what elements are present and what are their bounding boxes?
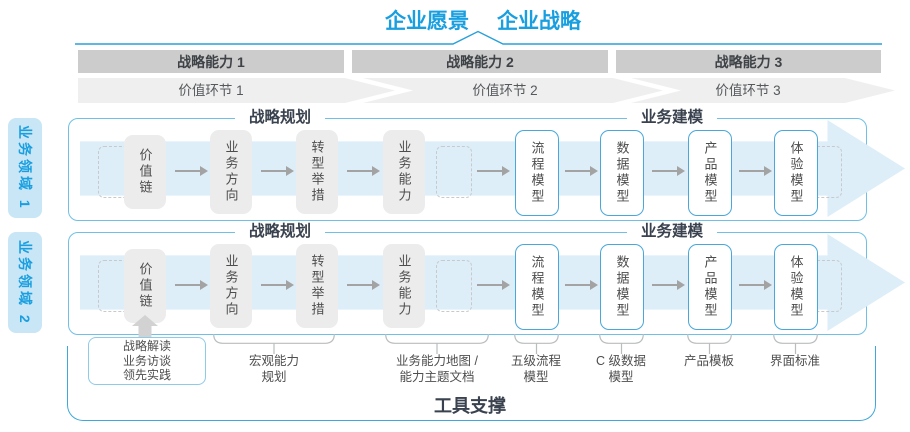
right-arrow-icon bbox=[565, 166, 598, 176]
domain-label-2: 业务领域 2 bbox=[8, 232, 42, 333]
annotation-macro-line-1: 宏观能力 bbox=[248, 354, 300, 368]
dashed-placeholder bbox=[436, 146, 472, 198]
right-arrow-icon bbox=[739, 280, 772, 290]
annotation-capability-map-line-1: 业务能力地图 / bbox=[396, 354, 478, 368]
box-data-model: 数据模型 bbox=[600, 130, 644, 216]
annotation-product-line-1: 产品模板 bbox=[683, 354, 735, 368]
bracket-data bbox=[599, 334, 644, 354]
tools-label: 工具支撑 bbox=[434, 396, 506, 416]
bracket-ui bbox=[773, 334, 818, 354]
annotation-macro: 宏观能力 规划 bbox=[249, 353, 299, 385]
practice-box: 战略解读 业务访谈 领先实践 bbox=[88, 337, 206, 385]
annotation-ui-line-1: 界面标准 bbox=[769, 354, 821, 368]
value-link-chevron-2 bbox=[363, 78, 663, 103]
value-link-1-label: 价值环节 1 bbox=[178, 83, 244, 98]
practice-line-2: 业务访谈 bbox=[122, 353, 171, 368]
value-chain-band bbox=[78, 78, 895, 103]
box-product-model: 产品模型 bbox=[688, 244, 732, 330]
right-arrow-icon bbox=[565, 280, 598, 290]
practice-line-1: 战略解读 bbox=[122, 339, 171, 354]
value-link-3-label: 价值环节 3 bbox=[715, 83, 781, 98]
right-arrow-icon bbox=[477, 166, 510, 176]
modeling-header: 业务建模 bbox=[626, 222, 718, 242]
right-arrow-icon bbox=[347, 280, 380, 290]
box-experience-model: 体验模型 bbox=[774, 130, 818, 216]
right-arrow-icon bbox=[347, 166, 380, 176]
right-arrow-icon bbox=[739, 166, 772, 176]
domain-label-1: 业务领域 1 bbox=[8, 118, 42, 218]
tools-container bbox=[67, 346, 876, 421]
capability-bar-1-label: 战略能力 1 bbox=[177, 53, 245, 70]
domain-row-1: 战略规划 业务建模 价值链 业务方向 转型举措 业务能力 流程模型 数据模型 产… bbox=[0, 108, 910, 221]
bracket-product bbox=[687, 334, 732, 354]
bracket-capability-map bbox=[385, 334, 489, 354]
box-process-model: 流程模型 bbox=[515, 130, 559, 216]
strategy-title: 企业战略 bbox=[497, 10, 581, 33]
right-arrow-icon bbox=[652, 166, 685, 176]
box-transformation-measures: 转型举措 bbox=[296, 244, 338, 328]
annotation-macro-line-2: 规划 bbox=[261, 370, 287, 384]
dashed-placeholder bbox=[436, 260, 472, 312]
capability-bar-3: 战略能力 3 bbox=[616, 50, 881, 73]
annotation-data-line-1: C 级数据 bbox=[595, 354, 647, 368]
annotation-product: 产品模板 bbox=[684, 353, 734, 369]
box-value-chain: 价值链 bbox=[124, 249, 166, 323]
vision-title: 企业愿景 bbox=[385, 10, 469, 33]
capability-bar-3-label: 战略能力 3 bbox=[714, 53, 783, 70]
box-data-model: 数据模型 bbox=[600, 244, 644, 330]
bracket-process bbox=[514, 334, 559, 354]
box-transformation-measures: 转型举措 bbox=[296, 130, 338, 214]
box-business-capability: 业务能力 bbox=[383, 130, 425, 214]
right-arrow-icon bbox=[175, 166, 208, 176]
annotation-capability-map: 业务能力地图 / 能力主题文档 bbox=[396, 353, 478, 385]
box-business-direction: 业务方向 bbox=[210, 130, 252, 214]
planning-header: 战略规划 bbox=[234, 108, 326, 128]
caret-line bbox=[75, 30, 882, 45]
box-process-model: 流程模型 bbox=[515, 244, 559, 330]
value-link-2-label: 价值环节 2 bbox=[472, 83, 538, 98]
modeling-header: 业务建模 bbox=[626, 108, 718, 128]
bracket-macro bbox=[213, 334, 335, 354]
annotation-data: C 级数据 模型 bbox=[596, 353, 646, 385]
value-link-chevron-3 bbox=[631, 78, 895, 103]
annotation-data-line-2: 模型 bbox=[608, 370, 634, 384]
annotation-capability-map-line-2: 能力主题文档 bbox=[399, 370, 475, 384]
right-arrow-icon bbox=[261, 280, 294, 290]
right-arrow-icon bbox=[261, 166, 294, 176]
annotation-process-line-1: 五级流程 bbox=[510, 354, 562, 368]
domain-row-2: 战略规划 业务建模 价值链 业务方向 转型举措 业务能力 流程模型 数据模型 产… bbox=[0, 222, 910, 335]
capability-bar-2: 战略能力 2 bbox=[352, 50, 608, 73]
practice-line-3: 领先实践 bbox=[122, 368, 171, 383]
box-product-model: 产品模型 bbox=[688, 130, 732, 216]
up-arrow-icon bbox=[132, 315, 158, 341]
box-experience-model: 体验模型 bbox=[774, 244, 818, 330]
box-business-capability: 业务能力 bbox=[383, 244, 425, 328]
annotation-ui: 界面标准 bbox=[770, 353, 820, 369]
capability-bar-1: 战略能力 1 bbox=[78, 50, 344, 73]
annotation-process-line-2: 模型 bbox=[523, 370, 549, 384]
right-arrow-icon bbox=[652, 280, 685, 290]
box-value-chain: 价值链 bbox=[124, 135, 166, 209]
annotation-process: 五级流程 模型 bbox=[511, 353, 561, 385]
right-arrow-icon bbox=[175, 280, 208, 290]
box-business-direction: 业务方向 bbox=[210, 244, 252, 328]
page-title: 企业愿景 企业战略 bbox=[385, 5, 581, 35]
planning-header: 战略规划 bbox=[234, 222, 326, 242]
capability-bar-2-label: 战略能力 2 bbox=[446, 53, 514, 70]
right-arrow-icon bbox=[477, 280, 510, 290]
value-link-chevron-1 bbox=[78, 78, 395, 103]
